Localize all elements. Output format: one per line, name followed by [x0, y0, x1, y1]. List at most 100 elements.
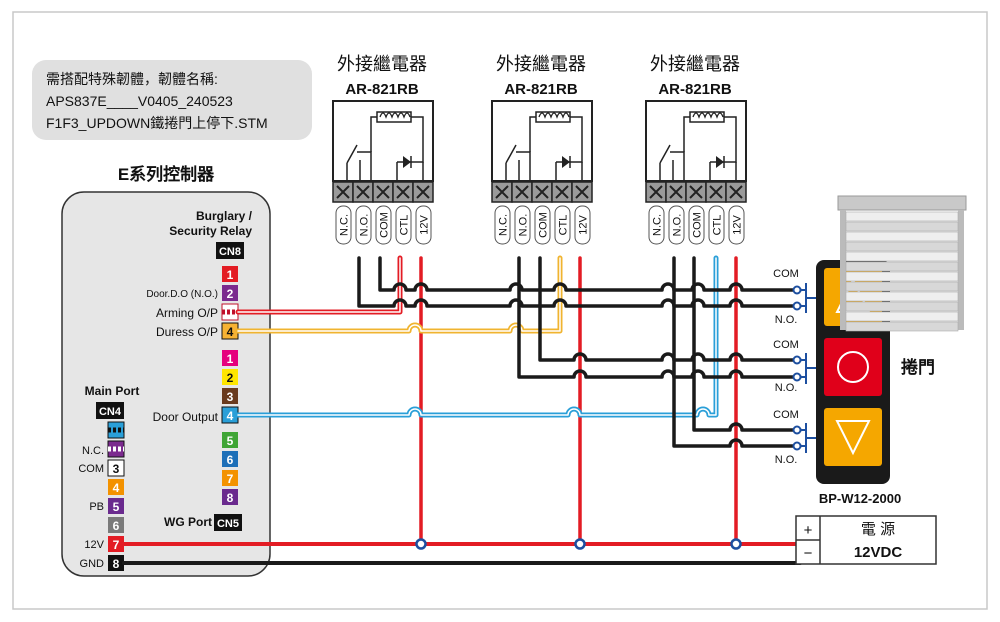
wg-port-label: WG Port	[164, 515, 212, 529]
cn8-tag-text: CN8	[219, 246, 241, 258]
cn5-pin-6-label: 6	[227, 453, 234, 467]
relay-terminal-label-box	[375, 205, 392, 245]
cn4-pin-8-label: 8	[113, 557, 120, 571]
junction-2	[574, 538, 586, 550]
screw-icon	[416, 185, 430, 199]
switch-contacts	[801, 283, 820, 453]
down-button[interactable]	[824, 408, 882, 466]
cn5-pin-4-label: 4	[227, 409, 234, 423]
cn5-pin-7-label: 7	[227, 472, 234, 486]
cn4-nc-label: N.C.	[82, 445, 104, 457]
contact-stop	[801, 353, 820, 384]
power-supply: + − 電 源 12VDC	[795, 515, 937, 565]
cn8-pin-2	[222, 285, 238, 301]
relay-terminal-label-box	[335, 205, 352, 245]
switch-com-1: COM	[773, 268, 799, 280]
relay-terminal-label-box	[514, 205, 531, 245]
switch-no-1: N.O.	[775, 314, 798, 326]
wire-relay1-no	[357, 256, 802, 308]
cn8-label-1: Burglary /	[196, 209, 253, 223]
screw-icon	[515, 185, 529, 199]
relay-switch-icon	[346, 144, 372, 182]
relay-switch-icon	[659, 144, 685, 182]
cn8-tag	[216, 242, 244, 259]
shutter-slat	[845, 291, 959, 302]
main-port-label: Main Port	[85, 384, 140, 398]
relay-terminal-label-box	[534, 205, 551, 245]
rolling-door-label: 捲門	[901, 357, 935, 377]
triangle-down-icon	[835, 420, 871, 456]
door-do-label: Door.D.O (N.O.)	[146, 289, 218, 300]
screw-icon	[495, 185, 509, 199]
screw-icon	[575, 185, 589, 199]
shutter-slat	[845, 221, 959, 232]
cn5-tag-text: CN5	[217, 518, 239, 530]
relay-terminal-label: COM	[538, 212, 550, 238]
rolling-shutter-image	[837, 195, 967, 332]
relay-terminal-label: 12V	[419, 215, 431, 235]
shutter-slat	[845, 251, 959, 262]
cn4-pin-6-label: 6	[113, 519, 120, 533]
relay-1-title: 外接繼電器	[337, 54, 427, 74]
cn4-pin-8	[108, 555, 124, 571]
duress-op-label: Duress O/P	[156, 325, 218, 339]
switch-terminal-6	[792, 441, 802, 451]
power-voltage: 12VDC	[854, 544, 903, 561]
relay-3-title: 外接繼電器	[650, 54, 740, 74]
stop-button[interactable]	[824, 338, 882, 396]
cn4-gnd-label: GND	[80, 558, 105, 570]
power-label: 電 源	[861, 521, 895, 538]
wire-arming-stripe	[237, 257, 401, 313]
screw-icon	[336, 185, 350, 199]
relay-terminal-label: N.O.	[359, 214, 371, 237]
switch-no-3: N.O.	[775, 454, 798, 466]
cn5-pin-5-label: 5	[227, 434, 234, 448]
relay-terminal-label: 12V	[578, 215, 590, 235]
cn4-pins: 3 4 5 6 7 8	[107, 421, 125, 571]
shutter-slat	[845, 241, 959, 252]
relay-leads	[709, 162, 737, 182]
shutter-slat	[845, 311, 959, 322]
shutter-slat	[845, 321, 959, 332]
cn5-tag	[214, 514, 242, 531]
cn4-tag-text: CN4	[99, 406, 122, 418]
screw-icon	[669, 185, 683, 199]
switch-box: COM N.O. COM N.O. COM N.O. BP-W12-2000 捲…	[773, 260, 935, 506]
switch-com-2: COM	[773, 339, 799, 351]
switch-terminal-5	[792, 425, 802, 435]
cn5-pin-7	[222, 470, 238, 486]
cn4-tag	[96, 402, 124, 419]
cn5-pin-2-label: 2	[227, 371, 234, 385]
shutter-rail-left	[840, 210, 846, 330]
switch-terminal-3	[792, 355, 802, 365]
cn4-pin-3	[107, 459, 125, 477]
relay-terminal-label-box	[494, 205, 511, 245]
relay-terminal-label-box	[415, 205, 432, 245]
cn5-pin-6	[222, 451, 238, 467]
relay-diode-icon	[403, 156, 411, 168]
shutter-top-box	[837, 195, 967, 211]
junction-3	[730, 538, 742, 550]
screw-icon	[689, 185, 703, 199]
firmware-note-box	[32, 60, 312, 140]
screw-icon	[376, 185, 390, 199]
screw-icon	[709, 185, 723, 199]
cn5-pins: 1 2 3 4 5 6 7 8	[221, 350, 239, 505]
cn5-pin-3-label: 3	[227, 390, 234, 404]
power-minus: −	[804, 545, 813, 562]
relay-terminal-label-box	[728, 205, 745, 245]
screw-icon	[356, 185, 370, 199]
relay-terminal-label: N.O.	[672, 214, 684, 237]
arming-op-label: Arming O/P	[156, 306, 218, 320]
relay-terminal-label: 12V	[732, 215, 744, 235]
relay-1-model: AR-821RB	[345, 81, 419, 98]
switch-com-3: COM	[773, 409, 799, 421]
switch-terminal-1	[792, 285, 802, 295]
relay-3-model: AR-821RB	[658, 81, 732, 98]
diagram-frame	[12, 11, 988, 610]
relay-terminal-label-box	[554, 205, 571, 245]
relay-terminal-label: CTL	[712, 215, 724, 236]
relay-terminal-label-box	[688, 205, 705, 245]
